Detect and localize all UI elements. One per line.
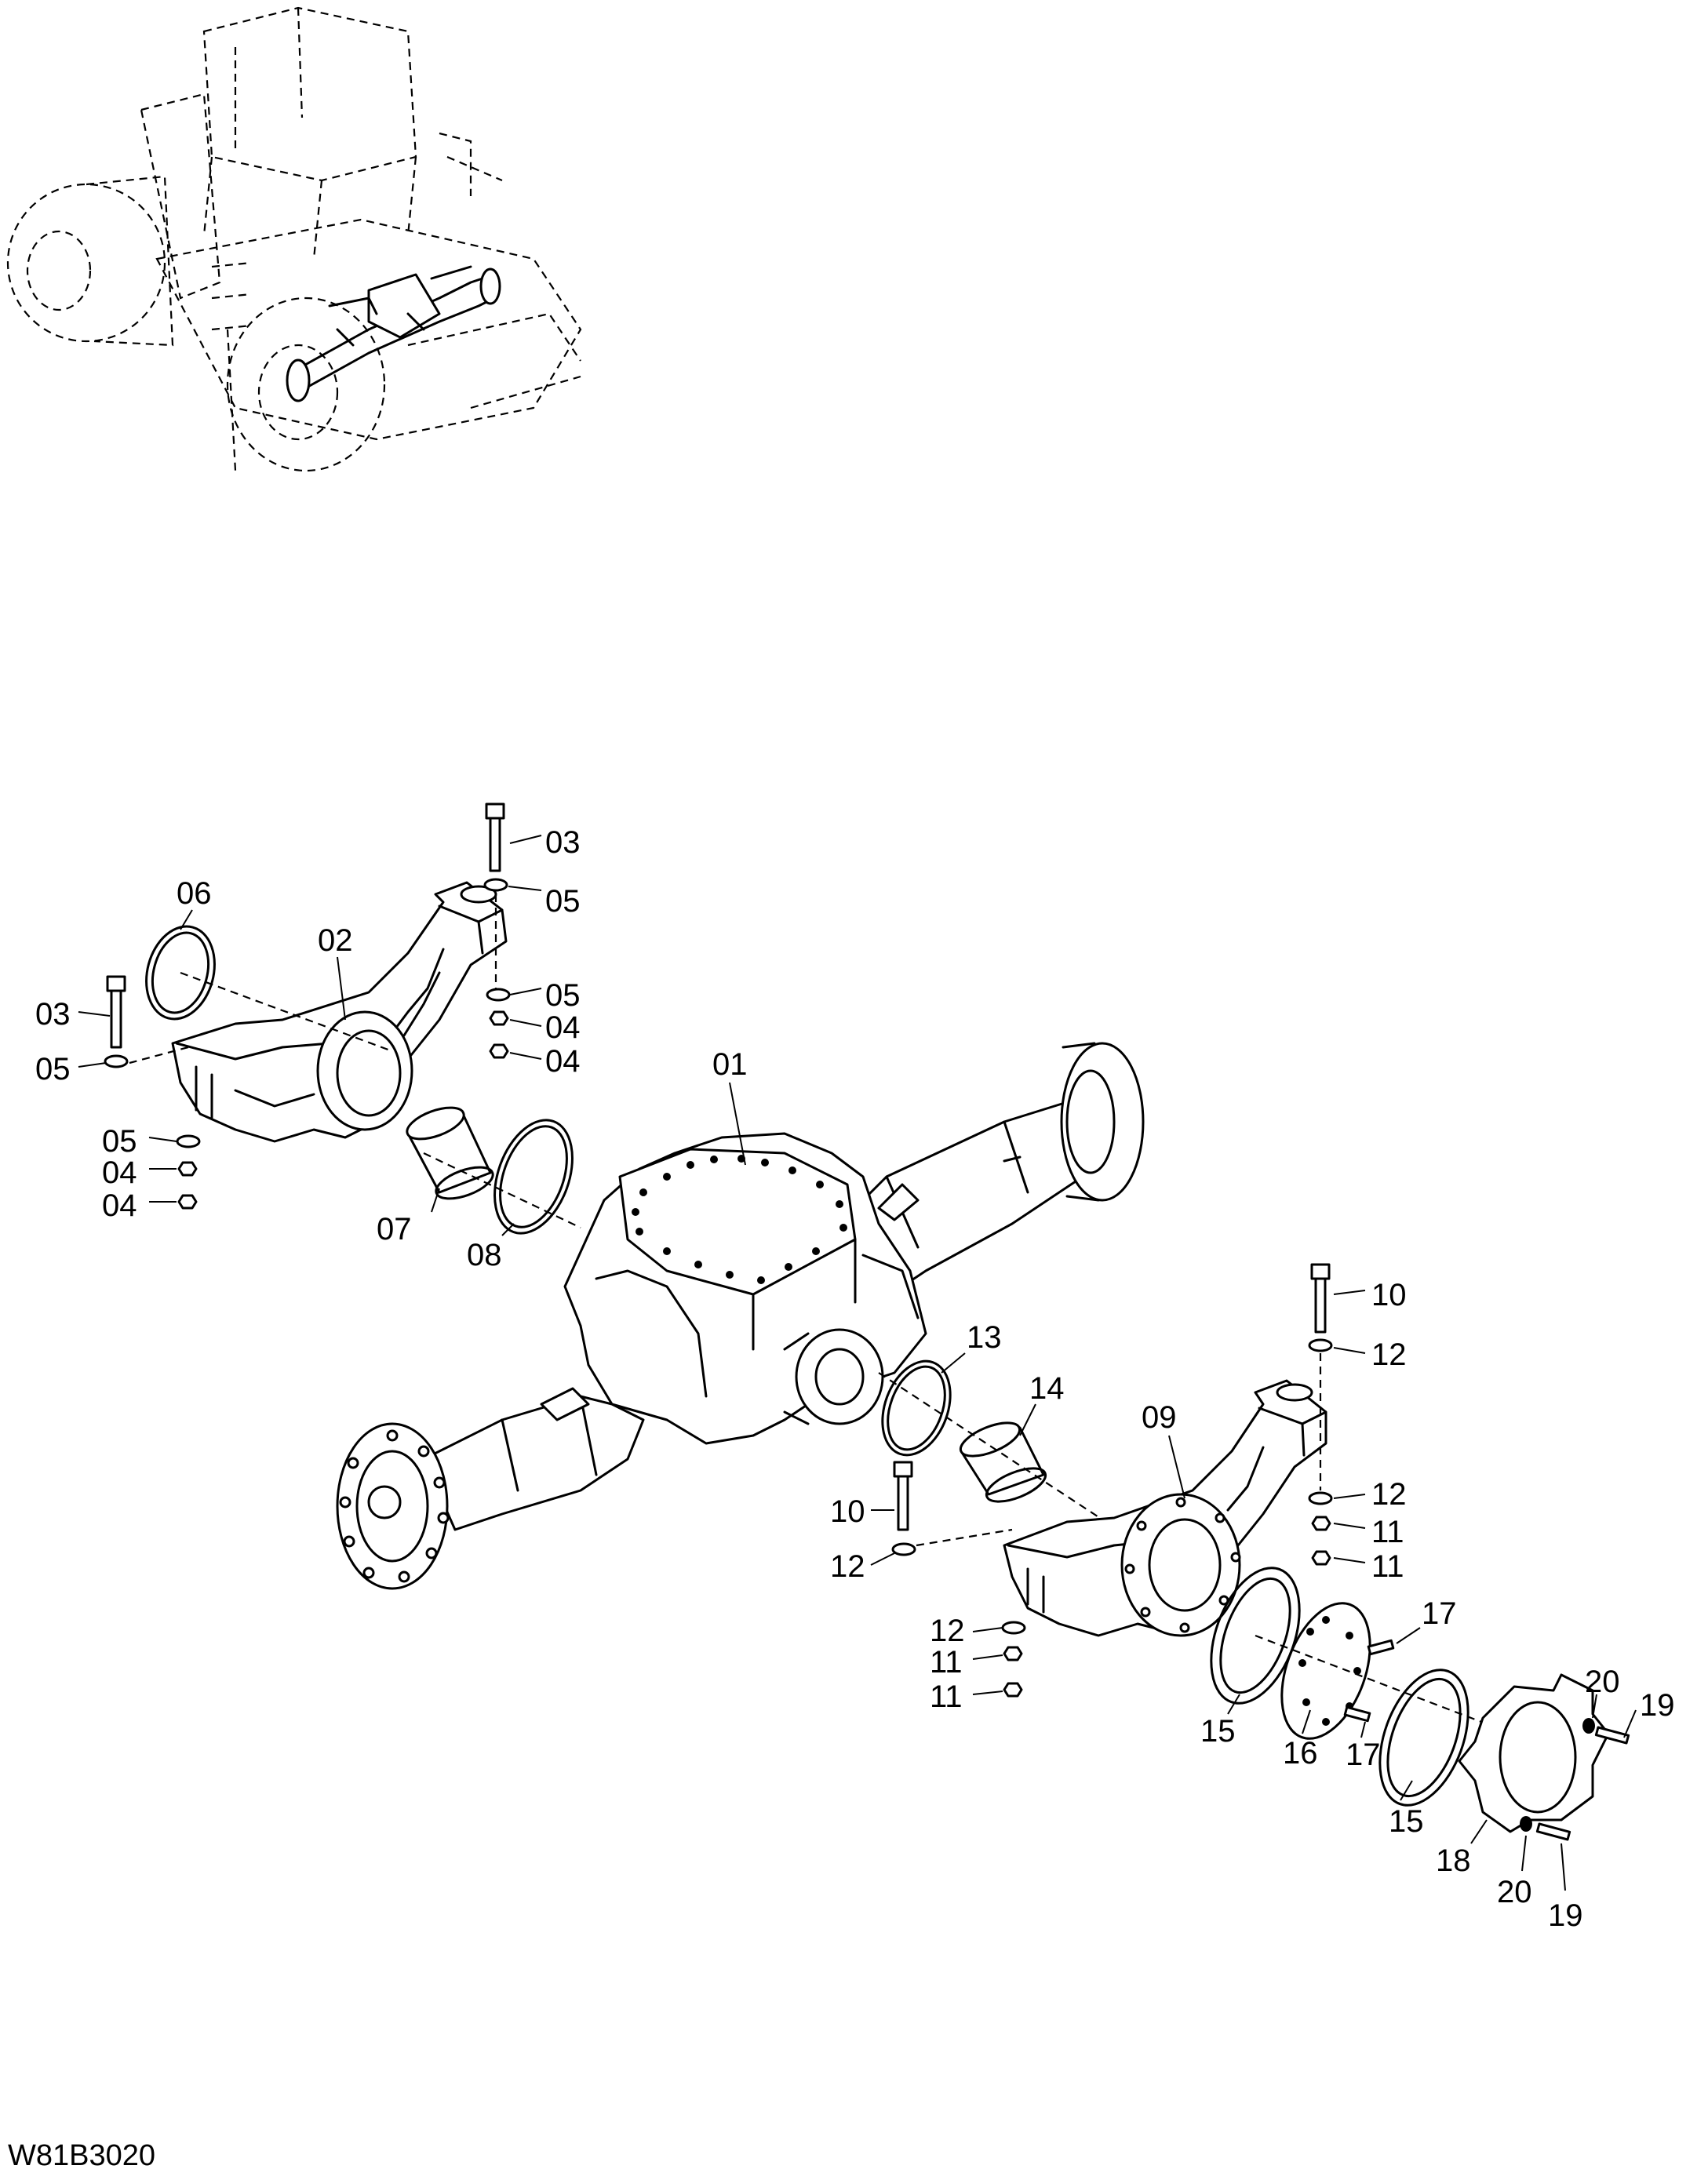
callout-labels: 03 05 06 02 05 04 04 03 05 01 05 04 04 0… xyxy=(35,825,1675,1933)
callout-04: 04 xyxy=(545,1044,581,1079)
axle-housing-01 xyxy=(336,1042,1145,1590)
flange-bolts-left xyxy=(339,1429,450,1583)
bolt-19-a xyxy=(1594,1726,1630,1745)
thumbnail-axle xyxy=(286,265,501,402)
callout-15: 15 xyxy=(1389,1804,1424,1839)
part-13-o-ring xyxy=(881,1359,952,1457)
nut-11-bottom-a xyxy=(1003,1646,1023,1661)
callout-01: 01 xyxy=(712,1047,748,1082)
callout-04: 04 xyxy=(102,1156,137,1190)
part-07-bushing xyxy=(406,1106,494,1200)
callout-05: 05 xyxy=(35,1052,71,1086)
callout-20: 20 xyxy=(1585,1665,1620,1699)
callout-05: 05 xyxy=(102,1124,137,1159)
callout-10: 10 xyxy=(1371,1278,1407,1312)
leader-lines xyxy=(78,835,1637,1891)
callout-06: 06 xyxy=(177,876,212,911)
callout-17: 17 xyxy=(1346,1738,1381,1772)
part-15-shim-b xyxy=(1378,1669,1469,1807)
callout-11: 11 xyxy=(930,1645,963,1680)
bolt-03-top xyxy=(485,802,505,872)
bolt-19-b xyxy=(1535,1822,1571,1841)
machine-location-thumbnail xyxy=(6,6,582,472)
callout-17: 17 xyxy=(1422,1596,1457,1631)
callout-04: 04 xyxy=(545,1010,581,1045)
nut-11-right-a xyxy=(1311,1516,1331,1531)
bolt-17-b xyxy=(1343,1705,1371,1723)
callout-11: 11 xyxy=(1371,1549,1404,1584)
callout-20: 20 xyxy=(1497,1875,1532,1909)
nut-04-right-a xyxy=(489,1010,509,1026)
callout-10: 10 xyxy=(830,1494,865,1529)
callout-04: 04 xyxy=(102,1188,137,1223)
callout-02: 02 xyxy=(318,923,353,958)
nut-04-left-b xyxy=(177,1194,198,1210)
part-08-o-ring xyxy=(493,1119,574,1235)
washer-05-top xyxy=(483,878,508,892)
callout-12: 12 xyxy=(830,1549,865,1584)
callout-16: 16 xyxy=(1283,1736,1318,1771)
axle-support-right xyxy=(1003,1379,1327,1637)
callout-07: 07 xyxy=(377,1212,412,1246)
washer-20-b xyxy=(1520,1816,1532,1832)
callout-03: 03 xyxy=(545,825,581,860)
callout-08: 08 xyxy=(467,1238,502,1272)
callout-15: 15 xyxy=(1200,1714,1236,1749)
bolt-10-top xyxy=(1310,1263,1331,1334)
callout-19: 19 xyxy=(1640,1688,1675,1723)
callout-05: 05 xyxy=(545,884,581,919)
flange-holes-09 xyxy=(1124,1497,1241,1633)
axle-support-left xyxy=(171,881,508,1143)
callout-11: 11 xyxy=(930,1680,963,1714)
callout-12: 12 xyxy=(1371,1477,1407,1512)
washer-05-right xyxy=(486,988,511,1002)
washer-12-lower xyxy=(891,1542,916,1556)
washer-20-a xyxy=(1582,1718,1595,1734)
washer-12-bottom xyxy=(1001,1621,1026,1635)
nut-04-left-a xyxy=(177,1161,198,1177)
bolt-17-a xyxy=(1367,1639,1395,1656)
bolt-03-left xyxy=(106,975,126,1049)
nut-11-bottom-b xyxy=(1003,1682,1023,1698)
nut-11-right-b xyxy=(1311,1550,1331,1566)
callout-12: 12 xyxy=(1371,1337,1407,1372)
washer-05-left xyxy=(104,1054,129,1068)
washer-12-top xyxy=(1308,1338,1333,1352)
callout-03: 03 xyxy=(35,997,71,1032)
callout-12: 12 xyxy=(930,1614,965,1648)
part-06-seal-ring xyxy=(145,925,216,1021)
washer-12-right xyxy=(1308,1491,1333,1505)
bolt-10-lower xyxy=(893,1461,913,1531)
callout-05: 05 xyxy=(545,978,581,1013)
callout-11: 11 xyxy=(1371,1515,1404,1549)
callout-14: 14 xyxy=(1029,1371,1065,1406)
part-14-bushing xyxy=(959,1421,1047,1503)
callout-13: 13 xyxy=(967,1320,1002,1355)
nut-04-right-b xyxy=(489,1043,509,1059)
washer-05-left-low xyxy=(176,1134,201,1148)
callout-18: 18 xyxy=(1436,1843,1471,1878)
part-18-cover xyxy=(1458,1673,1610,1833)
callout-19: 19 xyxy=(1548,1898,1583,1933)
callout-09: 09 xyxy=(1142,1400,1177,1435)
part-16-plate xyxy=(1280,1602,1371,1740)
drawing-code: W81B3020 xyxy=(8,2139,155,2172)
